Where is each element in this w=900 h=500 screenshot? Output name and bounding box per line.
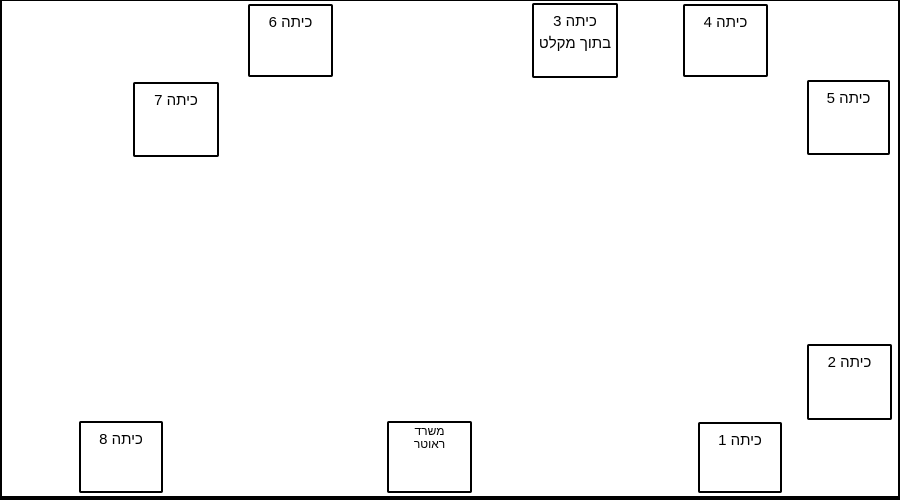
node-class-6[interactable]: כיתה 6	[248, 4, 333, 77]
node-class-1-label: כיתה 1	[718, 432, 762, 449]
node-class-4[interactable]: כיתה 4	[683, 4, 768, 77]
node-router-office-label: משרד ראוטר	[413, 424, 446, 451]
node-class-4-label: כיתה 4	[703, 14, 748, 31]
node-class-8[interactable]: כיתה 8	[79, 421, 163, 493]
node-class-5[interactable]: כיתה 5	[807, 80, 890, 155]
node-class-3-shelter-label: כיתה 3 בתוך מקלט	[538, 13, 612, 52]
node-class-8-label: כיתה 8	[99, 431, 143, 448]
node-router-office[interactable]: משרד ראוטר	[387, 421, 472, 493]
node-class-2[interactable]: כיתה 2	[807, 344, 892, 420]
node-class-2-label: כיתה 2	[827, 354, 872, 371]
node-class-7[interactable]: כיתה 7	[133, 82, 219, 157]
node-class-3-shelter[interactable]: כיתה 3 בתוך מקלט	[532, 3, 618, 78]
node-class-7-label: כיתה 7	[154, 92, 198, 109]
node-class-6-label: כיתה 6	[268, 14, 313, 31]
node-class-1[interactable]: כיתה 1	[698, 422, 782, 493]
node-class-5-label: כיתה 5	[826, 90, 871, 107]
